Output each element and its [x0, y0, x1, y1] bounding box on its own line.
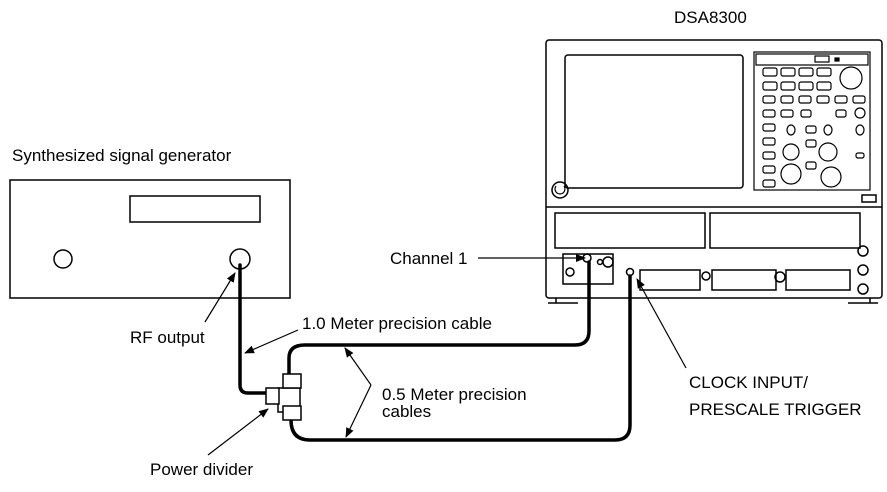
instrument-screen — [564, 54, 744, 189]
cable-05m-bottom — [289, 274, 632, 442]
usb-port — [861, 194, 877, 203]
cables — [238, 260, 632, 442]
generator-title: Synthesized signal generator — [12, 146, 232, 165]
cable-1m-label: 1.0 Meter precision cable — [302, 314, 492, 333]
cable-1m — [238, 263, 272, 395]
generator-display — [129, 195, 261, 223]
signal-generator — [9, 179, 291, 299]
module-slot-1 — [554, 212, 706, 249]
generator-body — [9, 179, 291, 299]
rf-output-label: RF output — [130, 328, 205, 347]
control-panel — [753, 51, 871, 191]
power-divider — [265, 373, 302, 421]
dsa8300-instrument — [545, 39, 883, 304]
channel-1-label: Channel 1 — [390, 249, 468, 268]
clock-input-label-line1: CLOCK INPUT/ — [689, 373, 809, 392]
instrument-title: DSA8300 — [674, 8, 747, 27]
cable-05m-top — [287, 260, 591, 385]
cable-05m-label-line2: cables — [382, 402, 432, 421]
leaders — [204, 254, 687, 456]
generator-knob — [53, 249, 73, 269]
instrument-body — [545, 39, 883, 299]
power-divider-label: Power divider — [150, 460, 253, 479]
cable-05m-label-line1: 0.5 Meter precision — [382, 385, 527, 404]
power-button — [551, 181, 569, 199]
clock-input-label-line2: PRESCALE TRIGGER — [689, 400, 862, 419]
module-slot-2 — [709, 212, 861, 249]
